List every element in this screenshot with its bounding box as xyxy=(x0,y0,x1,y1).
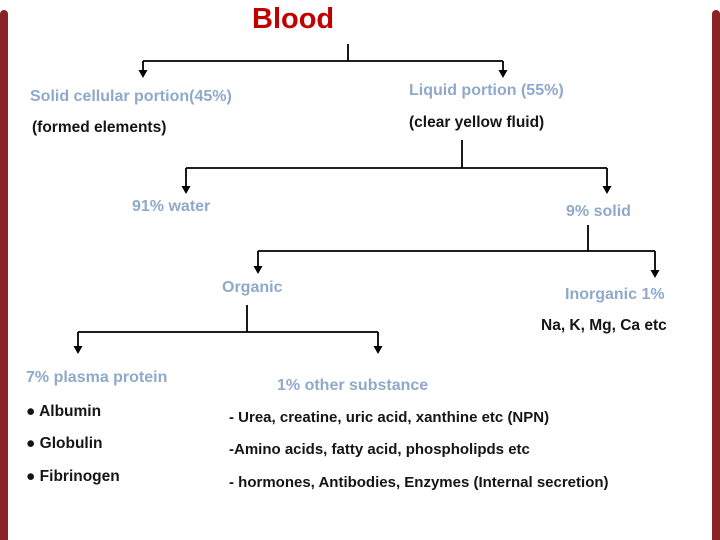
node-liquid-label: Liquid portion (55%) xyxy=(409,82,564,99)
left-accent-bar xyxy=(0,10,8,540)
arrowhead xyxy=(73,346,83,354)
arrowhead xyxy=(253,266,263,274)
list-item-amino: -Amino acids, fatty acid, phospholipds e… xyxy=(229,441,530,458)
list-item-hormones: - hormones, Antibodies, Enzymes (Interna… xyxy=(229,474,609,491)
arrowhead xyxy=(138,70,148,78)
node-water: 91% water xyxy=(132,198,211,215)
list-item-fibrinogen: ● Fibrinogen xyxy=(26,468,120,485)
branch-organic xyxy=(73,305,383,354)
branch-blood xyxy=(138,44,508,78)
node-solid-label: Solid cellular portion(45%) xyxy=(30,88,232,105)
right-accent-bar xyxy=(712,10,720,540)
node-solid-sub: (formed elements) xyxy=(32,119,167,136)
branch-liquid xyxy=(181,140,612,194)
node-other-label: 1% other substance xyxy=(277,377,429,394)
arrowhead xyxy=(650,270,660,278)
node-solid9: 9% solid xyxy=(566,203,631,220)
arrowhead xyxy=(373,346,383,354)
page-title: Blood xyxy=(252,3,335,35)
list-item-urea: - Urea, creatine, uric acid, xanthine et… xyxy=(229,409,550,426)
list-item-albumin: ● Albumin xyxy=(26,403,102,420)
node-inorganic-label: Inorganic 1% xyxy=(565,286,665,303)
branch-solid9 xyxy=(253,225,660,278)
node-organic: Organic xyxy=(222,279,283,296)
arrowhead xyxy=(602,186,612,194)
arrowhead xyxy=(181,186,191,194)
list-item-globulin: ● Globulin xyxy=(26,435,103,452)
node-plasma-label: 7% plasma protein xyxy=(26,369,168,386)
arrowhead xyxy=(498,70,508,78)
node-inorganic-sub: Na, K, Mg, Ca etc xyxy=(541,317,667,334)
node-liquid-sub: (clear yellow fluid) xyxy=(409,114,545,131)
